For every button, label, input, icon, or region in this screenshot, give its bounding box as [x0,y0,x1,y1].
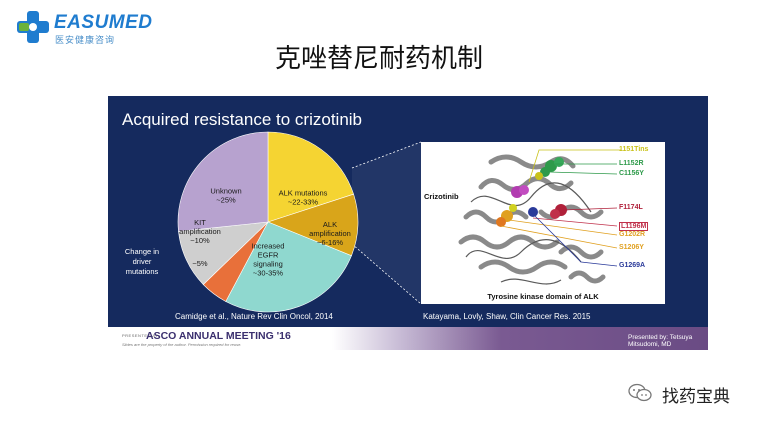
panel-caption: Tyrosine kinase domain of ALK [487,292,599,301]
brand-subtitle: 医安健康咨询 [55,35,116,45]
zoom-line-bottom [351,243,422,305]
presented-at-label: PRESENTED AT: [122,333,160,338]
mutation-label: L1196M [619,222,649,231]
mutation-label: C1156Y [619,170,644,177]
pie-slice-label: ALK mutations~22-33% [279,189,328,207]
footer-gradient-band: Presented by: Tetsuya Mitsudomi, MD [332,327,708,350]
mutation-label: S1206Y [619,244,644,251]
zoom-line-top [351,141,422,169]
citation-right: Katayama, Lovly, Shaw, Clin Cancer Res. … [423,312,591,321]
mutation-label: L1152R [619,160,644,167]
slide-image: Acquired resistance to crizotinib ALK mu… [108,96,708,350]
mutation-label: G1269A [619,262,646,269]
pie-slice-label: Unknown~25% [210,187,241,205]
pie-slice [267,131,354,223]
meeting-name: ASCO ANNUAL MEETING '16 [146,330,291,342]
mutation-label: F1174L [619,204,643,211]
wechat-official-account-icon [628,383,652,402]
pie-slice [225,221,352,313]
citation-left: Camidge et al., Nature Rev Clin Oncol, 2… [175,312,333,321]
slide-title: Acquired resistance to crizotinib [122,110,363,129]
pie-slice-label: ~5% [192,259,208,268]
slides-note: Slides are the property of the author. P… [122,342,242,347]
medical-cross-logo-icon [17,11,49,43]
brand-logo: EASUMED 医安健康咨询 [16,10,156,50]
alk-kinase-structure-panel: Crizotinib 1151Tins L1152R C1156Y F1174L… [421,142,665,304]
brand-name: EASUMED [54,12,153,33]
mutation-label: 1151Tins [619,146,649,153]
protein-ribbon-illustration [458,149,621,285]
wechat-watermark: 找药宝典 [628,381,748,407]
watermark-text: 找药宝典 [662,387,730,407]
pie-slice [177,131,269,232]
presented-by: Presented by: Tetsuya Mitsudomi, MD [628,334,693,348]
mutation-label: G1202R [619,231,646,238]
mutation-residues [496,157,567,227]
crizotinib-label: Crizotinib [424,192,459,201]
page-title: 克唑替尼耐药机制 [274,44,483,74]
slide-footer: PRESENTED AT: ASCO ANNUAL MEETING '16 Sl… [108,327,708,350]
